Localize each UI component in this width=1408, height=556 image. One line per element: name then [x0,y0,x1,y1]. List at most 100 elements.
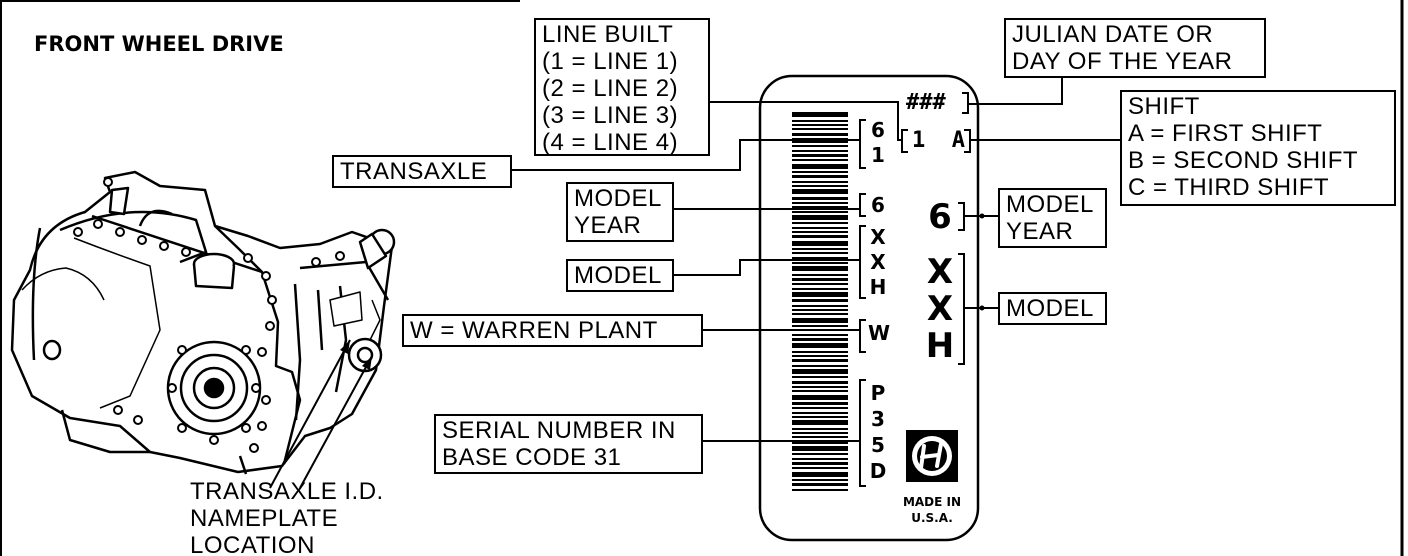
barcode-stripe [792,458,848,460]
barcode-stripe [792,215,848,220]
code-char: 1 [871,143,885,167]
model-right-callout: MODEL [998,292,1107,325]
barcode-stripe [792,175,848,178]
callout-line: TRANSAXLE [340,158,488,185]
warren-plant-callout: W = WARREN PLANT [402,314,703,347]
barcode-stripe [792,446,848,451]
barcode-stripe [792,412,848,414]
barcode-stripe [792,432,848,434]
serial-code: P 3 5 D [868,380,888,484]
big-model-code: X X H [922,254,958,365]
barcode-stripe [792,206,848,208]
barcode-stripe [792,428,848,430]
callout-line: LINE BUILT [542,21,674,48]
caption-line: NAMEPLATE [190,505,339,532]
barcode-stripe [792,416,848,418]
barcode-stripe [792,453,848,455]
code-char: X [870,225,886,249]
barcode-stripe [792,299,848,302]
barcode-stripe [792,283,848,285]
barcode-stripe [792,120,848,122]
callout-line: DAY OF THE YEAR [1012,48,1233,75]
made-in-label: MADE IN U.S.A. [900,494,964,526]
line-shift-code: 1 A [912,128,965,153]
barcode-stripe [792,369,848,374]
barcode-stripe [792,128,848,130]
barcode-stripe [792,355,848,357]
plant-code: W [867,321,891,345]
barcode-stripe [792,211,848,213]
barcode-stripe [792,483,848,486]
callout-line: BASE CODE 31 [442,444,622,471]
julian-date-callout: JULIAN DATE OR DAY OF THE YEAR [1004,18,1266,78]
barcode-stripe [792,359,848,362]
barcode-stripe [792,334,848,336]
barcode-stripe [792,266,848,271]
barcode-stripe [792,181,848,183]
barcode-stripe [792,305,848,307]
diagram-title: FRONT WHEEL DRIVE [34,32,284,56]
barcode-stripe [792,472,848,477]
callout-line: C = THIRD SHIFT [1128,174,1330,201]
code-char: H [925,326,955,366]
barcode-stripe [792,467,848,469]
callout-line: SERIAL NUMBER IN [442,417,676,444]
model-year-right-callout: MODEL YEAR [998,188,1107,248]
barcode-stripe [792,124,848,126]
callout-line: YEAR [1006,218,1074,245]
caption-line: TRANSAXLE I.D. [190,478,384,505]
code-char: 3 [871,407,885,431]
barcode-stripe [792,154,848,157]
model-code: X X H [868,225,888,300]
barcode-stripe [792,189,848,194]
callout-line: MODEL [574,185,662,212]
code-char: P [870,381,886,405]
barcode-stripe [792,185,848,187]
callout-line: W = WARREN PLANT [410,317,658,344]
barcode-stripe [792,252,848,254]
transaxle-code: 6 1 [868,118,888,168]
model-year-code: 6 [871,193,885,217]
callout-line: A = FIRST SHIFT [1128,120,1323,147]
barcode-stripe [792,145,848,147]
barcode-stripe [792,257,848,260]
barcode-stripe [792,278,848,281]
shift-callout: SHIFT A = FIRST SHIFT B = SECOND SHIFT C… [1120,90,1396,206]
made-in-line: U.S.A. [911,511,953,525]
transaxle-callout: TRANSAXLE [332,155,512,188]
barcode-stripe [792,407,848,409]
barcode-stripe [792,325,848,327]
barcode-stripe [792,420,848,425]
serial-number-callout: SERIAL NUMBER IN BASE CODE 31 [434,414,703,474]
callout-line: (2 = LINE 2) [542,75,679,102]
nameplate-location-caption: TRANSAXLE I.D. NAMEPLATE LOCATION [190,478,384,556]
callout-line: SHIFT [1128,93,1200,120]
callout-line: YEAR [574,212,642,239]
barcode-stripe [792,202,848,204]
barcode-stripe [792,159,848,161]
barcode-stripe [792,395,848,400]
barcode-stripe [792,436,848,438]
barcode-stripe [792,241,848,246]
code-char: X [926,289,954,329]
barcode-stripe [792,318,848,323]
code-char: X [926,252,954,292]
callout-line: (1 = LINE 1) [542,48,679,75]
callout-line: MODEL [574,262,662,289]
line-built-callout: LINE BUILT (1 = LINE 1) (2 = LINE 2) (3 … [534,18,710,156]
barcode-stripe [792,381,848,384]
barcode-stripe [792,150,848,152]
caption-line: LOCATION [190,532,315,556]
bolt-pattern [73,177,345,453]
barcode-stripe [792,386,848,388]
barcode-stripe [792,365,848,367]
callout-line: MODEL [1006,191,1094,218]
transaxle-illustration [10,170,396,475]
barcode-stripe [792,479,848,481]
callout-line: (3 = LINE 3) [542,102,679,129]
barcode-stripe [792,274,848,276]
model-year-left-callout: MODEL YEAR [566,182,674,242]
callout-line: B = SECOND SHIFT [1128,147,1359,174]
